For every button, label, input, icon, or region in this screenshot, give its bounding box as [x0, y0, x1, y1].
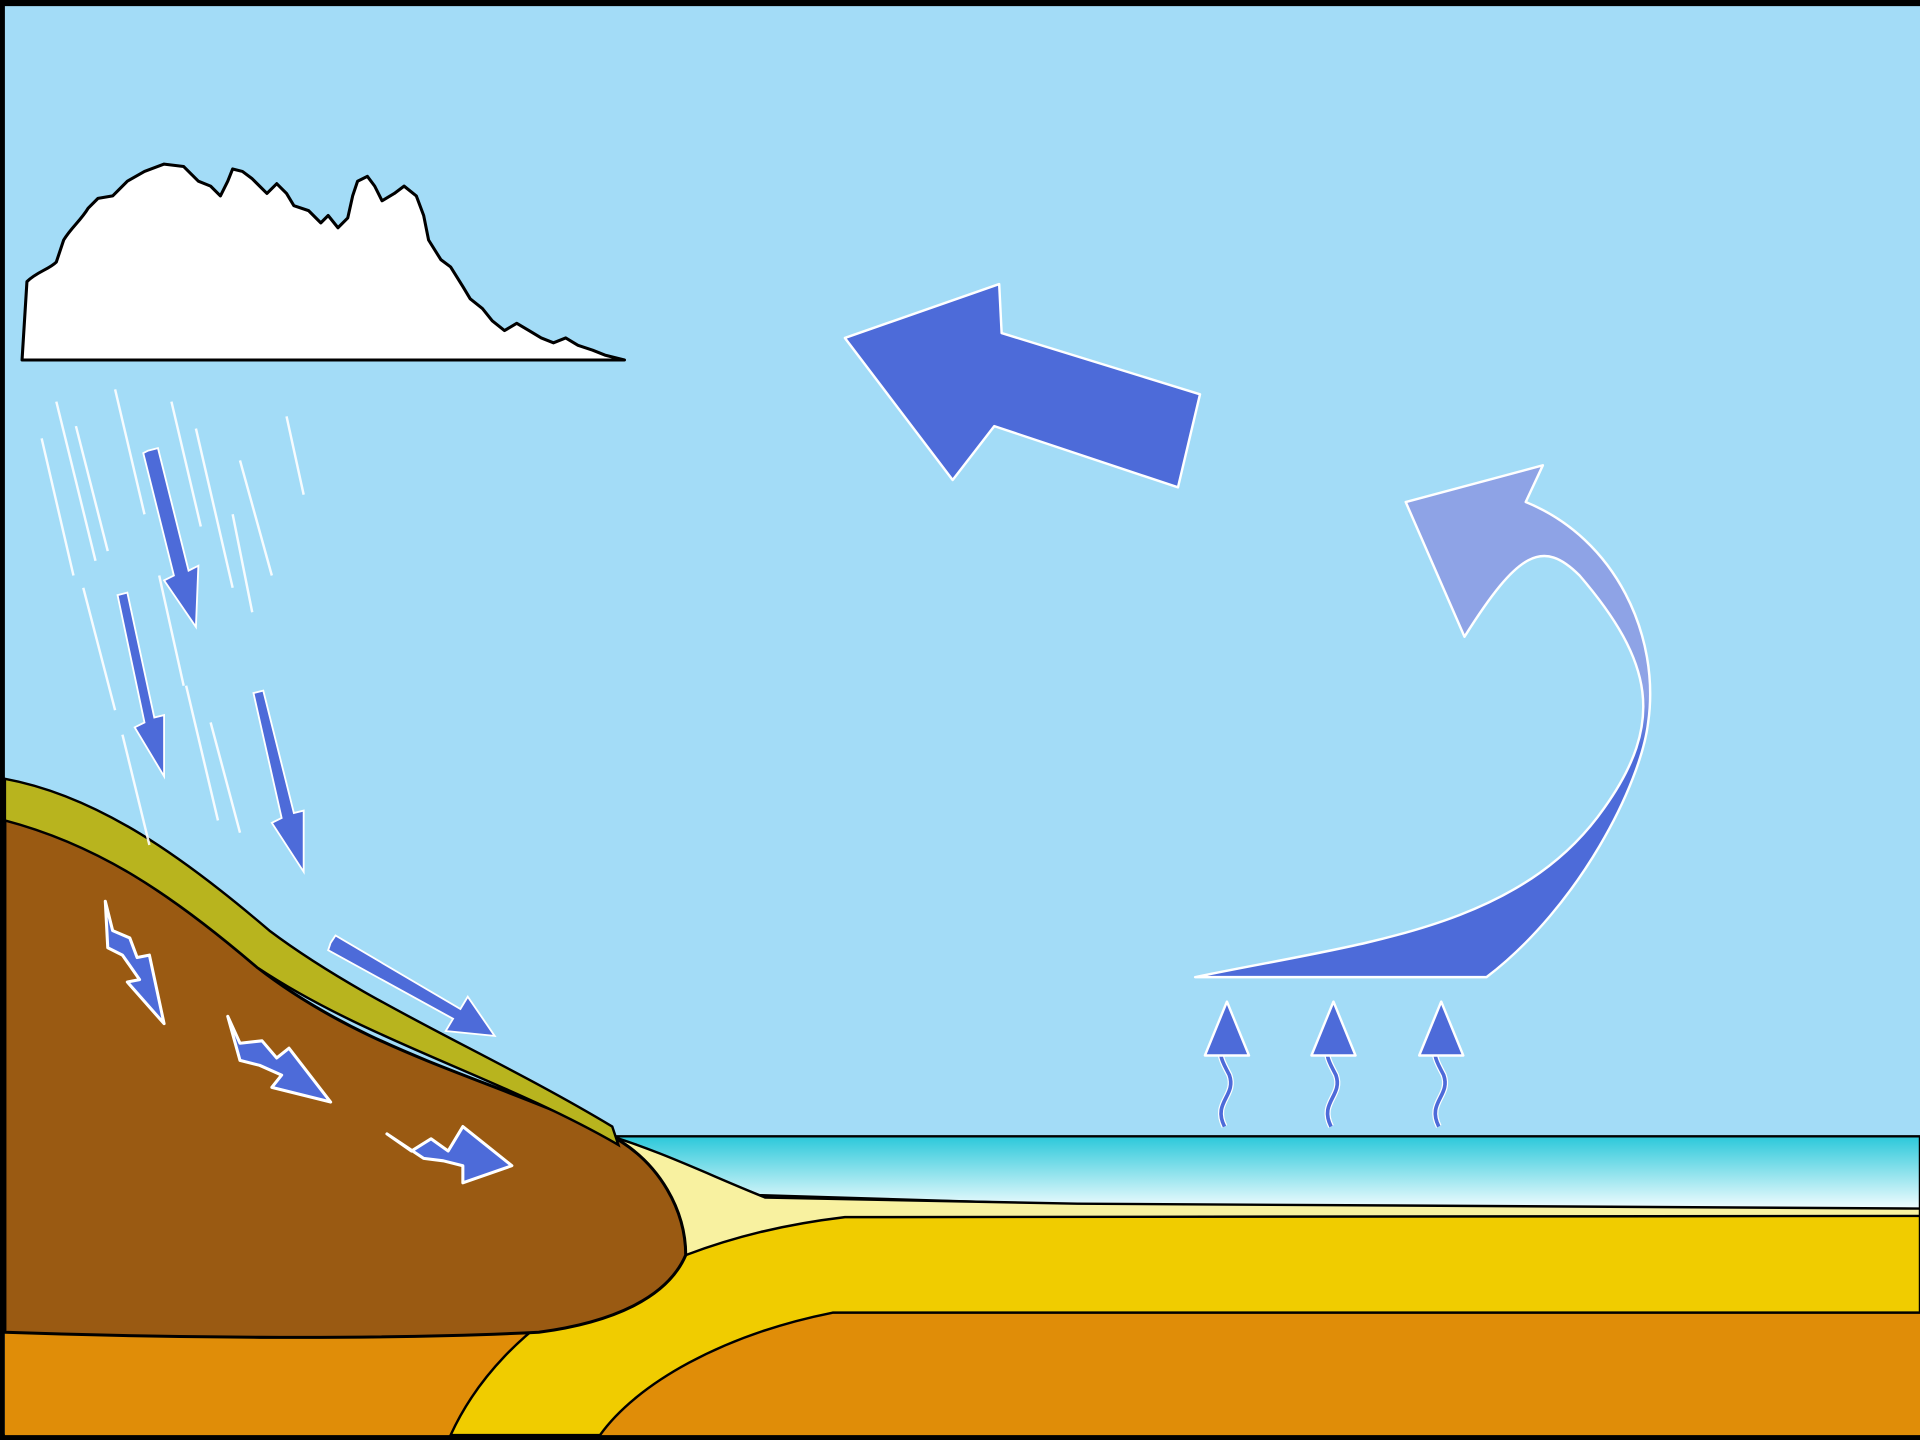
water-cycle-diagram	[0, 0, 1920, 1440]
